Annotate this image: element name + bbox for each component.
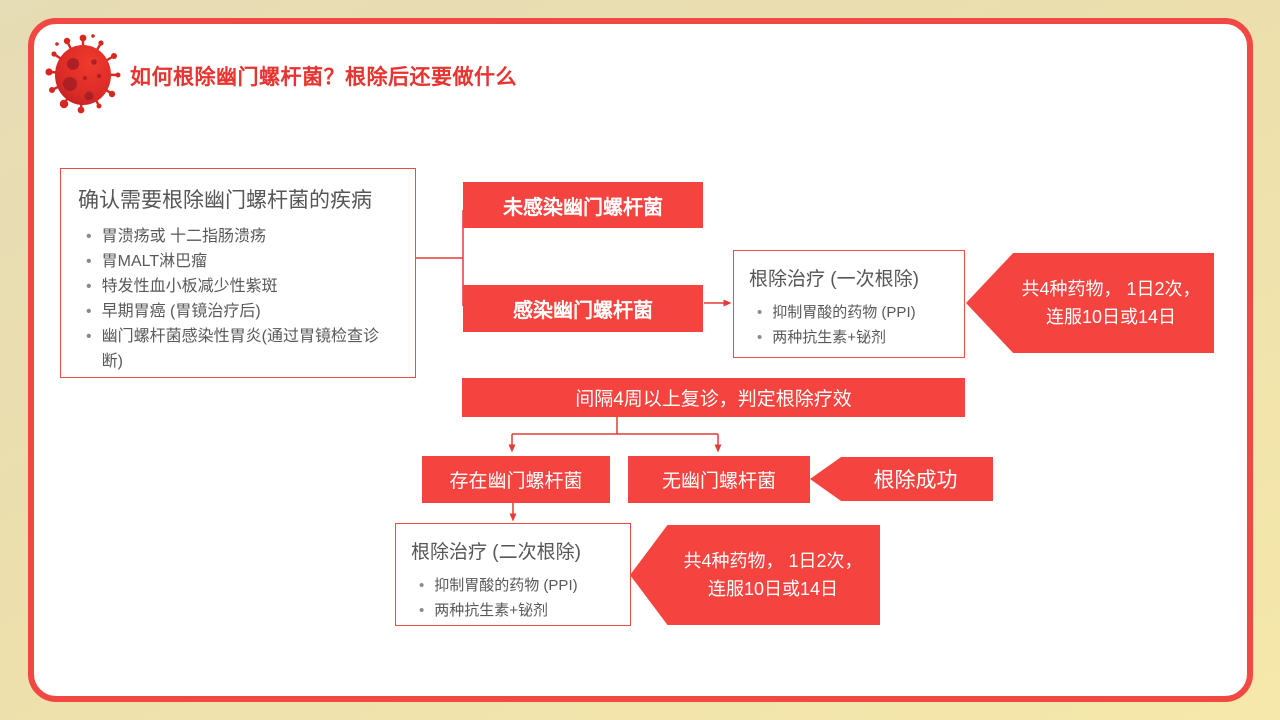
treatment-first-title: 根除治疗 (一次根除) — [749, 269, 919, 290]
virus-icon — [45, 34, 121, 114]
list-item: 特发性血小板减少性紫斑 — [78, 274, 398, 299]
list-item-text: 早期胃癌 (胃镜治疗后) — [101, 303, 261, 320]
uninfected-label: 未感染幽门螺杆菌 — [463, 182, 703, 228]
eradication-success-callout: 根除成功 — [810, 457, 993, 501]
list-item: 两种抗生素+铋剂 — [411, 598, 615, 623]
list-item: 胃MALT淋巴瘤 — [78, 249, 398, 274]
treatment-first-list: 抑制胃酸的药物 (PPI) 两种抗生素+铋剂 — [749, 300, 949, 350]
list-item: 两种抗生素+铋剂 — [749, 325, 949, 350]
infected-label: 感染幽门螺杆菌 — [463, 285, 703, 332]
regimen-note-line: 共4种药物， 1日2次， — [683, 551, 863, 571]
regimen-note-second-callout: 共4种药物， 1日2次， 连服10日或14日 — [630, 525, 880, 625]
confirm-diseases-box: 确认需要根除幽门螺杆菌的疾病 胃溃疡或 十二指肠溃疡 胃MALT淋巴瘤 特发性血… — [60, 168, 416, 378]
list-item-text: 幽门螺杆菌感染性胃炎(通过胃镜检查诊断) — [101, 328, 379, 370]
confirm-box-title: 确认需要根除幽门螺杆菌的疾病 — [78, 189, 372, 212]
list-item-text: 胃MALT淋巴瘤 — [101, 253, 208, 270]
treatment-second-list: 抑制胃酸的药物 (PPI) 两种抗生素+铋剂 — [411, 573, 615, 623]
list-item: 胃溃疡或 十二指肠溃疡 — [78, 224, 398, 249]
treatment-second-title: 根除治疗 (二次根除) — [411, 542, 581, 563]
confirm-disease-list: 胃溃疡或 十二指肠溃疡 胃MALT淋巴瘤 特发性血小板减少性紫斑 早期胃癌 (胃… — [78, 224, 398, 374]
treatment-second-box: 根除治疗 (二次根除) 抑制胃酸的药物 (PPI) 两种抗生素+铋剂 — [395, 523, 631, 626]
list-item-text: 两种抗生素+铋剂 — [434, 602, 549, 619]
regimen-note-line: 连服10日或14日 — [707, 579, 839, 599]
list-item: 幽门螺杆菌感染性胃炎(通过胃镜检查诊断) — [78, 324, 398, 374]
list-item-text: 两种抗生素+铋剂 — [772, 329, 887, 346]
hp-present-label: 存在幽门螺杆菌 — [422, 456, 610, 503]
followup-bar: 间隔4周以上复诊，判定根除疗效 — [462, 378, 965, 417]
list-item-text: 抑制胃酸的药物 (PPI) — [772, 304, 916, 321]
list-item: 早期胃癌 (胃镜治疗后) — [78, 299, 398, 324]
treatment-first-box: 根除治疗 (一次根除) 抑制胃酸的药物 (PPI) 两种抗生素+铋剂 — [733, 250, 965, 358]
page-title: 如何根除幽门螺杆菌？根除后还要做什么 — [130, 66, 517, 89]
regimen-note-line: 连服10日或14日 — [1045, 307, 1177, 327]
hp-absent-label: 无幽门螺杆菌 — [628, 456, 810, 503]
list-item: 抑制胃酸的药物 (PPI) — [749, 300, 949, 325]
list-item-text: 特发性血小板减少性紫斑 — [101, 278, 278, 295]
list-item-text: 抑制胃酸的药物 (PPI) — [434, 577, 578, 594]
list-item-text: 胃溃疡或 十二指肠溃疡 — [101, 228, 267, 245]
list-item: 抑制胃酸的药物 (PPI) — [411, 573, 615, 598]
regimen-note-first-callout: 共4种药物， 1日2次， 连服10日或14日 — [966, 253, 1214, 353]
regimen-note-line: 共4种药物， 1日2次， — [1021, 279, 1201, 299]
